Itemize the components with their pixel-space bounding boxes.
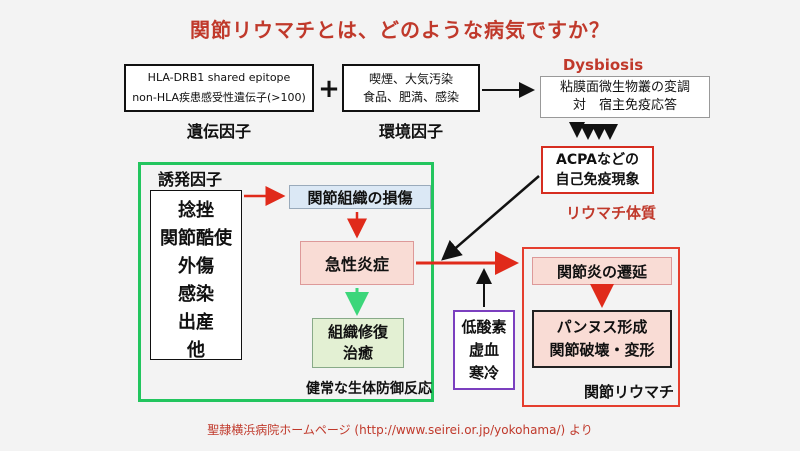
trigger-item: 出産	[178, 312, 214, 333]
hypoxia-item: 低酸素	[461, 317, 507, 336]
defense-label: 健常な生体防御反応	[306, 381, 432, 397]
trigger-item: 外傷	[178, 256, 214, 277]
repair-line-1: 組織修復	[327, 323, 388, 341]
hypoxia-item: 寒冷	[468, 363, 499, 382]
repair-box: 組織修復 治癒	[312, 318, 404, 368]
acpa-box: ACPAなどの 自己免疫現象	[541, 146, 654, 194]
pannus-line-2: 関節破壊・変形	[549, 341, 655, 359]
trigger-item: 他	[187, 340, 205, 361]
trigger-list-box: 捻挫 関節酷使 外傷 感染 出産 他	[150, 190, 242, 361]
trigger-item: 感染	[178, 284, 214, 305]
environment-factor-label: 環境因子	[378, 122, 443, 141]
genetic-factor-box: HLA-DRB1 shared epitope non-HLA疾患感受性遺伝子(…	[124, 64, 314, 112]
hypoxia-item: 虚血	[468, 340, 499, 359]
source-caption: 聖隷横浜病院ホームページ (http://www.seirei.or.jp/yo…	[207, 423, 593, 437]
dysbiosis-down-arrows	[569, 122, 618, 140]
pannus-box: パンヌス形成 関節破壊・変形	[532, 310, 672, 368]
dysbiosis-line-2: 対 宿主免疫応答	[572, 98, 677, 113]
genetic-line-2: non-HLA疾患感受性遺伝子(>100)	[132, 91, 306, 104]
prolonged-arthritis-box: 関節炎の遷延	[532, 257, 672, 285]
hypoxia-box: 低酸素 虚血 寒冷	[453, 310, 515, 390]
dysbiosis-heading: Dysbiosis	[562, 56, 644, 74]
trigger-item: 捻挫	[178, 200, 214, 221]
environment-factor-box: 喫煙、大気汚染 食品、肥満、感染	[342, 64, 480, 112]
arrow-acpa-to-inflammation	[441, 175, 540, 261]
inflammation-box: 急性炎症	[300, 241, 414, 285]
environment-line-2: 食品、肥満、感染	[362, 90, 459, 104]
environment-line-1: 喫煙、大気汚染	[368, 72, 453, 86]
genetic-line-1: HLA-DRB1 shared epitope	[147, 71, 291, 84]
ra-label: 関節リウマチ	[583, 383, 674, 401]
plus-sign: +	[318, 74, 340, 104]
genetic-factor-label: 遺伝因子	[186, 122, 251, 141]
dysbiosis-line-1: 粘膜面微生物叢の変調	[559, 80, 690, 95]
trigger-heading: 誘発因子	[158, 170, 223, 189]
acpa-line-2: 自己免疫現象	[555, 172, 640, 188]
injury-box: 関節組織の損傷	[289, 185, 431, 209]
page-title: 関節リウマチとは、どのような病気ですか？	[190, 18, 610, 42]
ra-frame	[522, 247, 680, 407]
dysbiosis-box: 粘膜面微生物叢の変調 対 宿主免疫応答	[540, 76, 710, 118]
pannus-line-1: パンヌス形成	[556, 318, 648, 336]
acpa-line-1: ACPAなどの	[556, 152, 639, 168]
acpa-label: リウマチ体質	[566, 204, 657, 222]
healthy-defense-frame	[138, 162, 434, 402]
repair-line-2: 治癒	[342, 344, 373, 362]
trigger-item: 関節酷使	[160, 228, 232, 249]
